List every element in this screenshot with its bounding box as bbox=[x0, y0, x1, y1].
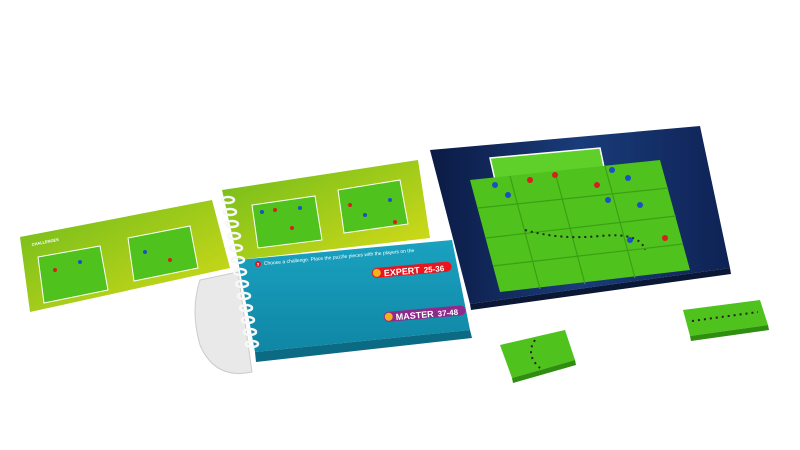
challenge-diagram bbox=[251, 179, 409, 249]
level-master-name: MASTER bbox=[395, 309, 434, 322]
booklet-cover-shadow bbox=[255, 330, 472, 362]
step-number: 5 bbox=[257, 262, 260, 267]
loose-puzzle-piece[interactable] bbox=[500, 330, 576, 383]
level-expert-badge: EXPERT 25-36 bbox=[371, 261, 452, 278]
spiral-binding bbox=[220, 195, 260, 349]
challenge-players bbox=[53, 198, 397, 272]
challenge-diagram bbox=[37, 225, 199, 304]
loose-puzzle-piece[interactable] bbox=[683, 300, 769, 341]
level-expert-name: EXPERT bbox=[383, 265, 420, 278]
step-badge bbox=[255, 261, 261, 267]
players-on-board bbox=[492, 167, 668, 243]
level-expert-range: 25-36 bbox=[423, 264, 445, 275]
pitch-grid bbox=[470, 160, 690, 292]
level-master-badge: MASTER 37-48 bbox=[383, 305, 466, 322]
dotted-path-board bbox=[524, 229, 646, 251]
challenges-header: CHALLENGES bbox=[31, 237, 59, 247]
puzzle-pieces-on-board bbox=[477, 165, 684, 290]
level-master-range: 37-48 bbox=[437, 308, 459, 319]
board-edge bbox=[470, 268, 731, 310]
